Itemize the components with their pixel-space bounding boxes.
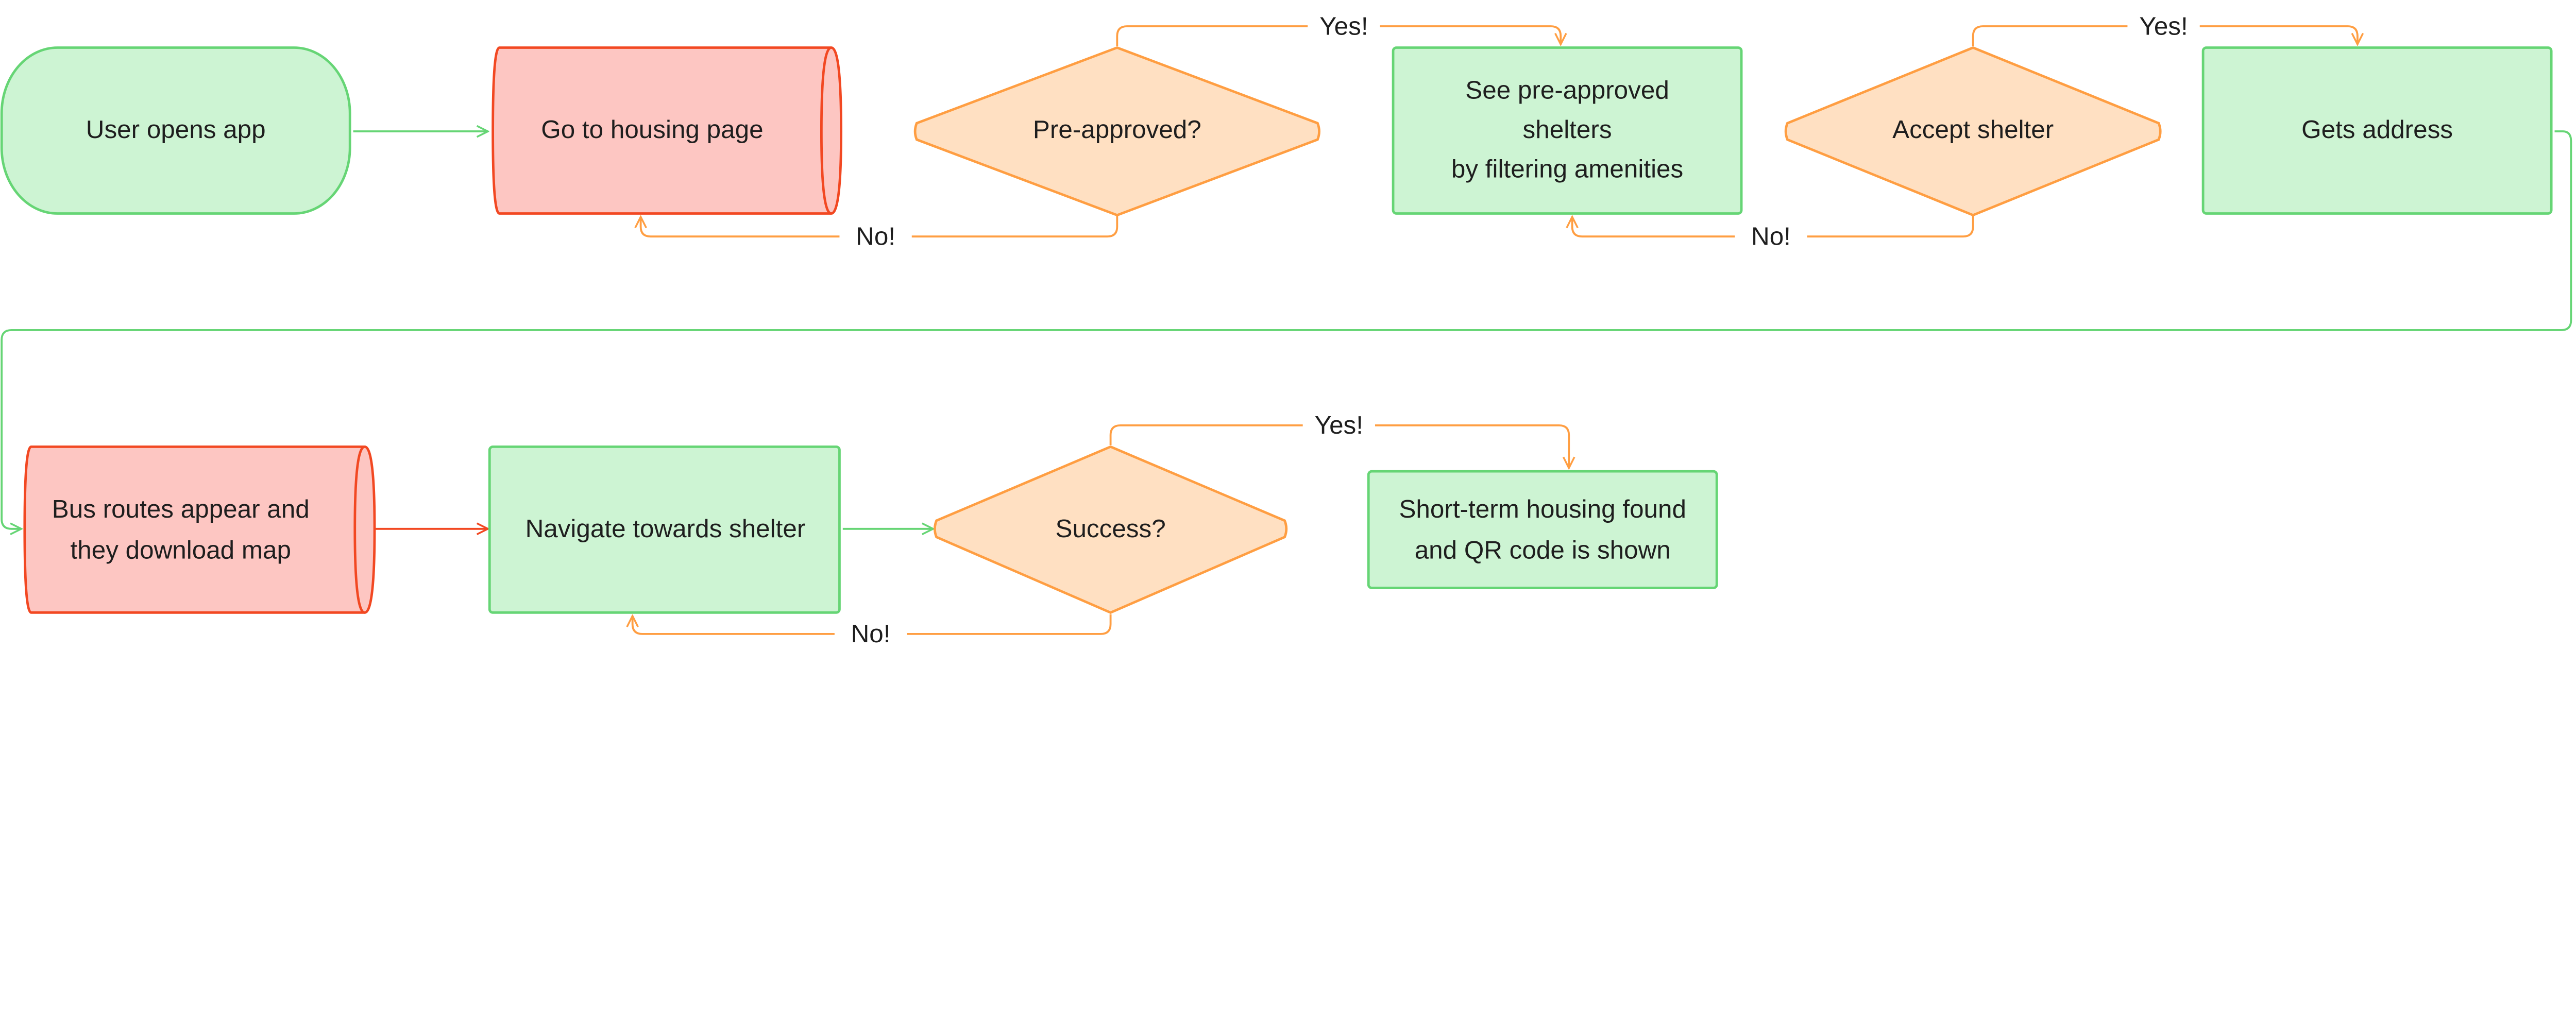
decision-pre-approved: Pre-approved? [913, 46, 1320, 217]
decision-success: Success? [934, 445, 1288, 614]
node-see-pre-approved-shelters: See pre-approved shelters by filtering a… [1392, 46, 1743, 215]
node-label: Pre-approved? [1033, 115, 1201, 144]
arrow-preapproved-yes [1116, 25, 1561, 46]
node-label-line: they download map [71, 536, 291, 564]
node-bus-routes: Bus routes appear and they download map [23, 445, 376, 614]
node-label-line: Short-term housing found [1399, 495, 1686, 523]
arrow-success-no [633, 614, 1112, 635]
node-label: Navigate towards shelter [526, 515, 806, 543]
node-label-line: shelters [1523, 115, 1612, 144]
arrow-address-to-bus [1, 130, 2572, 529]
node-label: Go to housing page [541, 115, 763, 144]
node-label-line: See pre-approved [1465, 76, 1669, 105]
node-user-opens-app: User opens app [0, 46, 351, 215]
arrow-preapproved-no [641, 215, 1118, 238]
no-label: No! [1751, 222, 1791, 250]
flowchart: Yes! No! Yes! No! Yes! No! User opens ap… [0, 12, 2572, 648]
node-label: User opens app [86, 115, 266, 144]
node-gets-address: Gets address [2201, 46, 2553, 215]
node-label: Success? [1055, 515, 1165, 543]
node-label: Accept shelter [1892, 115, 2054, 144]
arrow-accept-no [1572, 215, 1974, 238]
yes-label: Yes! [1315, 411, 1363, 439]
no-label: No! [856, 222, 895, 250]
node-short-term-housing-found: Short-term housing found and QR code is … [1367, 470, 1718, 589]
yes-label: Yes! [1319, 12, 1368, 40]
yes-label: Yes! [2139, 12, 2188, 40]
decision-accept-shelter: Accept shelter [1784, 46, 2162, 217]
node-label-line: Bus routes appear and [52, 495, 310, 523]
no-label: No! [851, 620, 891, 648]
node-label-line: and QR code is shown [1415, 536, 1671, 564]
node-label-line: by filtering amenities [1451, 155, 1683, 183]
node-navigate-towards-shelter: Navigate towards shelter [488, 445, 841, 614]
arrow-accept-yes [1972, 25, 2358, 46]
node-go-to-housing-page: Go to housing page [492, 46, 843, 215]
node-label: Gets address [2301, 115, 2453, 144]
arrow-success-yes [1109, 424, 1569, 468]
